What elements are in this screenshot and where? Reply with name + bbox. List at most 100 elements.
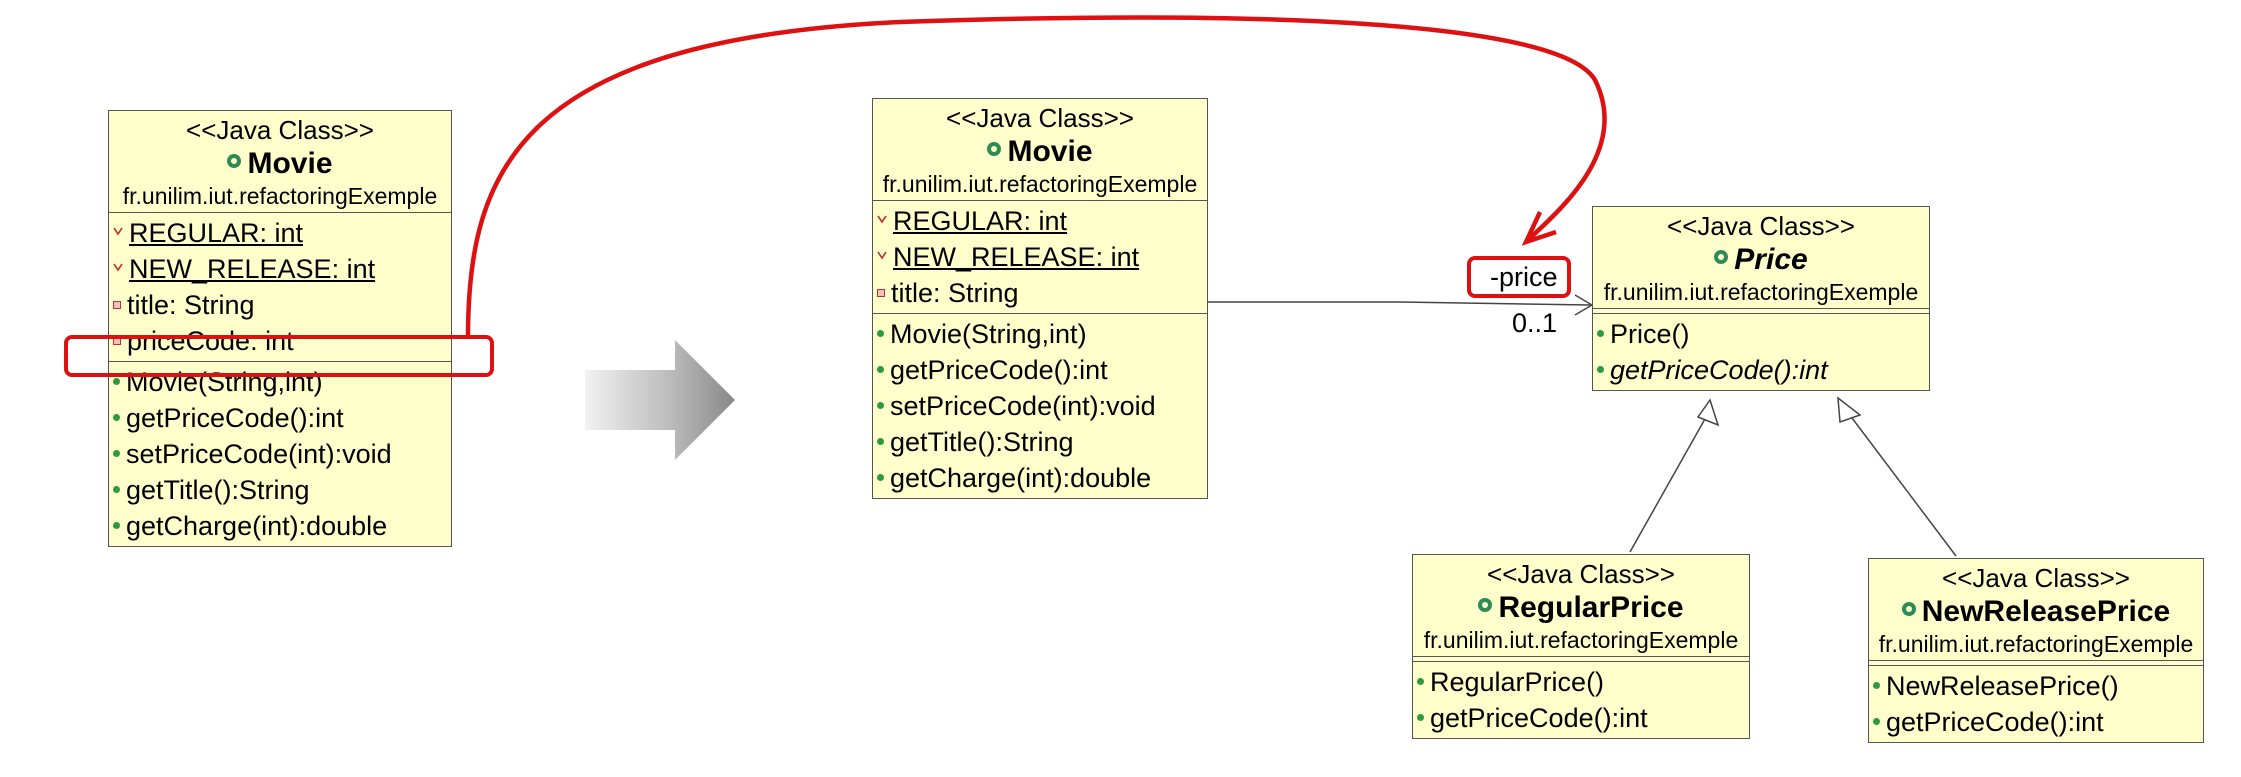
attribute-row: REGULAR: int xyxy=(113,215,451,251)
operations-section: Movie(String,int) getPriceCode():int set… xyxy=(109,362,451,546)
attributes-section xyxy=(1413,657,1749,662)
class-name-text: Movie xyxy=(1007,135,1093,168)
attribute-row: title: String xyxy=(113,287,451,323)
generalization-newreleaseprice-line xyxy=(1845,409,1957,557)
public-method-icon xyxy=(113,414,120,422)
constructor-icon xyxy=(1417,678,1424,686)
operation-row: Movie(String,int) xyxy=(877,316,1207,352)
attribute-row: REGULAR: int xyxy=(877,203,1207,239)
operation-row: getPriceCode():int xyxy=(113,400,451,436)
newreleaseprice-header: <<Java Class>> NewReleasePrice fr.unilim… xyxy=(1869,559,2203,661)
static-final-field-icon xyxy=(877,215,887,224)
public-method-icon xyxy=(113,486,120,494)
right-movie-class[interactable]: <<Java Class>> Movie fr.unilim.iut.refac… xyxy=(872,98,1208,499)
association-role-label: -price xyxy=(1490,262,1558,292)
abstract-method-icon xyxy=(1597,366,1604,374)
class-icon xyxy=(1901,602,1916,617)
stereotype-label: <<Java Class>> xyxy=(1667,211,1855,241)
stereotype-label: <<Java Class>> xyxy=(1942,563,2130,593)
package-label: fr.unilim.iut.refactoringExemple xyxy=(1423,627,1739,653)
private-field-icon xyxy=(113,300,121,309)
role-highlight xyxy=(1467,256,1571,298)
public-method-icon xyxy=(1417,714,1424,722)
operation-row: setPriceCode(int):void xyxy=(113,436,451,472)
transition-arrow xyxy=(585,340,735,460)
operation-row: getPriceCode():int xyxy=(1417,700,1749,736)
stereotype-label: <<Java Class>> xyxy=(946,103,1134,133)
operation-row: getCharge(int):double xyxy=(877,460,1207,496)
operations-section: RegularPrice() getPriceCode():int xyxy=(1413,662,1749,738)
public-method-icon xyxy=(113,522,120,530)
attribute-row: priceCode: int xyxy=(113,323,451,359)
operation-row: getCharge(int):double xyxy=(113,508,451,544)
operation-row: RegularPrice() xyxy=(1417,664,1749,700)
operations-section: NewReleasePrice() getPriceCode():int xyxy=(1869,666,2203,742)
operation-row: getTitle():String xyxy=(113,472,451,508)
left-movie-header: <<Java Class>> Movie fr.unilim.iut.refac… xyxy=(109,111,451,213)
class-icon xyxy=(227,154,242,169)
stereotype-label: <<Java Class>> xyxy=(186,115,374,145)
generalization-newreleaseprice-head xyxy=(1837,396,1862,424)
operation-row: getPriceCode():int xyxy=(1873,704,2203,740)
public-method-icon xyxy=(877,474,884,482)
class-name: Movie xyxy=(875,134,1205,170)
public-method-icon xyxy=(877,438,884,446)
package-label: fr.unilim.iut.refactoringExemple xyxy=(882,171,1198,197)
class-name: NewReleasePrice xyxy=(1871,594,2201,630)
static-final-field-icon xyxy=(113,227,123,236)
public-method-icon xyxy=(877,366,884,374)
refactor-curve-arrowhead xyxy=(1521,211,1557,246)
operation-row: getPriceCode():int xyxy=(877,352,1207,388)
operations-section: Price() getPriceCode():int xyxy=(1593,314,1929,390)
public-method-icon xyxy=(1873,718,1880,726)
attribute-row: title: String xyxy=(877,275,1207,311)
static-final-field-icon xyxy=(113,263,123,272)
operation-row: NewReleasePrice() xyxy=(1873,668,2203,704)
association-multiplicity-label: 0..1 xyxy=(1512,308,1558,338)
constructor-icon xyxy=(1597,330,1604,338)
class-name-text: RegularPrice xyxy=(1498,591,1684,624)
class-icon xyxy=(1478,598,1493,613)
operation-row: getPriceCode():int xyxy=(1597,352,1929,388)
package-label: fr.unilim.iut.refactoringExemple xyxy=(122,183,438,209)
attribute-row: NEW_RELEASE: int xyxy=(877,239,1207,275)
attributes-section xyxy=(1593,309,1929,314)
abstract-class-icon xyxy=(1714,250,1729,265)
regularprice-header: <<Java Class>> RegularPrice fr.unilim.iu… xyxy=(1413,555,1749,657)
constructor-icon xyxy=(113,378,120,386)
operations-section: Movie(String,int) getPriceCode():int set… xyxy=(873,314,1207,498)
class-name-text: Movie xyxy=(247,147,333,180)
pricecode-highlight xyxy=(64,335,494,377)
left-movie-class[interactable]: <<Java Class>> Movie fr.unilim.iut.refac… xyxy=(108,110,452,547)
attributes-section xyxy=(1869,661,2203,666)
class-name-text: NewReleasePrice xyxy=(1921,595,2171,628)
newreleaseprice-class[interactable]: <<Java Class>> NewReleasePrice fr.unilim… xyxy=(1868,558,2204,743)
static-final-field-icon xyxy=(877,251,887,260)
public-method-icon xyxy=(877,402,884,410)
constructor-icon xyxy=(1873,682,1880,690)
package-label: fr.unilim.iut.refactoringExemple xyxy=(1878,631,2194,657)
attributes-section: REGULAR: int NEW_RELEASE: int title: Str… xyxy=(109,213,451,362)
package-label: fr.unilim.iut.refactoringExemple xyxy=(1603,279,1919,305)
class-name: RegularPrice xyxy=(1415,590,1747,626)
price-class[interactable]: <<Java Class>> Price fr.unilim.iut.refac… xyxy=(1592,206,1930,391)
refactor-curve xyxy=(465,15,1607,338)
attribute-row: NEW_RELEASE: int xyxy=(113,251,451,287)
class-name-text: Price xyxy=(1734,243,1808,276)
constructor-icon xyxy=(877,330,884,338)
right-movie-header: <<Java Class>> Movie fr.unilim.iut.refac… xyxy=(873,99,1207,201)
stereotype-label: <<Java Class>> xyxy=(1487,559,1675,589)
generalization-regularprice-line xyxy=(1629,409,1711,553)
class-name: Movie xyxy=(111,146,449,182)
generalization-regularprice-head xyxy=(1696,398,1720,427)
association-line xyxy=(1208,301,1591,306)
private-field-icon xyxy=(877,288,885,297)
operation-row: Movie(String,int) xyxy=(113,364,451,400)
attributes-section: REGULAR: int NEW_RELEASE: int title: Str… xyxy=(873,201,1207,314)
price-header: <<Java Class>> Price fr.unilim.iut.refac… xyxy=(1593,207,1929,309)
operation-row: getTitle():String xyxy=(877,424,1207,460)
public-method-icon xyxy=(113,450,120,458)
class-name: Price xyxy=(1595,242,1927,278)
regularprice-class[interactable]: <<Java Class>> RegularPrice fr.unilim.iu… xyxy=(1412,554,1750,739)
